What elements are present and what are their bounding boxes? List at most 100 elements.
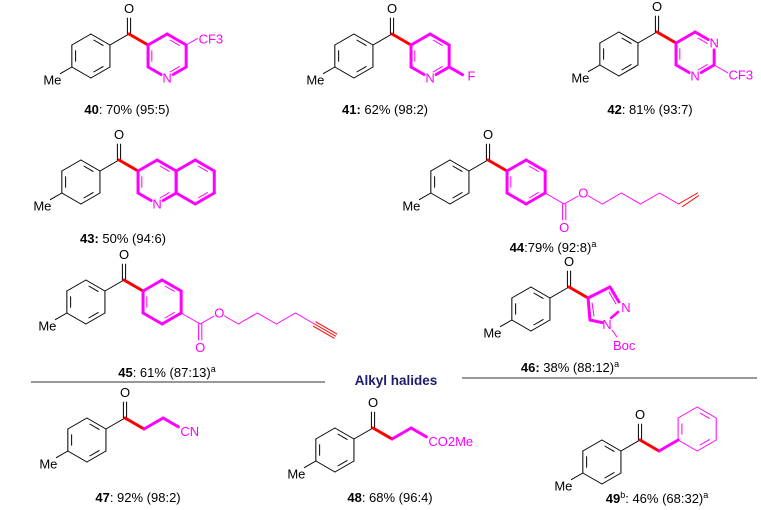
tolyl-ring-bond	[334, 427, 355, 440]
aryl-ring-41-bond	[409, 65, 426, 76]
tolyl-ring-bond	[90, 33, 111, 46]
methyl-label: Me	[43, 73, 61, 88]
aryl-ring-45-bond	[141, 311, 164, 326]
tolyl-ring-bond	[599, 31, 620, 44]
alkene-double-bond	[678, 192, 699, 205]
tolyl-ring-bond	[61, 192, 82, 205]
methyl-bond	[55, 450, 69, 459]
tolyl-ring-inner-bond	[533, 292, 544, 299]
ester-bond	[199, 315, 215, 325]
compound-42-label: 42: 81% (93:7)	[607, 102, 692, 117]
aryl-ring-44-bond	[524, 191, 547, 206]
aryl-ring-40-bond	[171, 65, 188, 76]
aryl-carbonyl-bond	[372, 33, 393, 46]
tolyl-ring-inner-bond	[621, 64, 632, 71]
alkyl-chain-bond	[587, 195, 603, 205]
alkyl-chain-bond	[409, 426, 428, 439]
alkyl-chain-bond	[223, 315, 239, 325]
tolyl-ring-bond	[618, 31, 639, 44]
tolyl-ring-bond	[334, 460, 355, 473]
tolyl-ring-bond	[334, 66, 355, 79]
carbonyl-oxygen-label: O	[564, 254, 574, 269]
aryl-ring-45-bond	[160, 278, 183, 293]
pyrazole-bond	[588, 318, 604, 325]
alkyl-chain-bond	[256, 312, 277, 325]
tolyl-ring-inner-bond	[604, 472, 615, 479]
benzo-ring-inner-bond	[197, 192, 208, 199]
tolyl-ring-inner-bond	[88, 312, 99, 319]
aryl-ring-43-inner-bond	[159, 165, 170, 172]
tolyl-ring-bond	[449, 159, 470, 172]
aryl-ring-43-bond	[161, 191, 178, 202]
methyl-bond	[303, 460, 317, 469]
pyrazole-n2-label: N	[621, 300, 630, 315]
phenyl-ring-bond	[696, 406, 717, 419]
section-title-alkyl-halides: Alkyl halides	[355, 373, 438, 388]
tolyl-ring-bond	[430, 159, 451, 172]
compound-48-label: 48: 68% (96:4)	[347, 490, 432, 505]
aryl-ring-42-inner-bond	[697, 37, 708, 44]
aryl-ring-42-bond	[674, 63, 691, 74]
tolyl-ring-bond	[530, 286, 551, 299]
tolyl-ring-bond	[71, 66, 92, 79]
tolyl-ring-bond	[90, 66, 111, 79]
pyrazole-bond	[586, 296, 592, 322]
carbonyl-oxygen-label: O	[124, 1, 134, 16]
new-c-c-bond	[486, 158, 509, 173]
alkyl-chain-bond	[658, 192, 680, 205]
c-f-bond	[447, 65, 464, 77]
alkyl-chain-bond	[601, 192, 622, 205]
tolyl-ring-bond	[85, 279, 106, 292]
new-c-c-bond	[122, 278, 145, 293]
tolyl-ring-bond	[511, 319, 532, 332]
aryl-ring-40-heteroatom-label: N	[162, 71, 171, 86]
tolyl-ring-inner-bond	[621, 37, 632, 44]
aryl-ring-45-inner-bond	[164, 285, 175, 292]
methyl-bond	[570, 472, 584, 481]
pyrazole-inner-bond	[591, 302, 595, 317]
aryl-ring-40-inner-bond	[169, 39, 180, 46]
methyl-bond	[59, 66, 73, 75]
tolyl-ring-bond	[601, 472, 622, 485]
tolyl-ring-bond	[582, 472, 603, 485]
benzo-ring-inner-bond	[197, 165, 208, 172]
methyl-label: Me	[571, 71, 589, 86]
aryl-carbonyl-bond	[468, 159, 489, 172]
aryl-ring-42-heteroatom-label: N	[709, 36, 718, 51]
substituent-label: CO2Me	[428, 434, 473, 449]
new-c-c-bond	[567, 285, 590, 300]
aryl-carbonyl-bond	[109, 33, 130, 46]
aryl-ring-40-bond	[146, 32, 169, 47]
ester-carbonyl-oxygen-label: O	[559, 220, 569, 235]
aryl-ring-42-bond	[674, 30, 697, 45]
pyrazole-n1-label: N	[602, 317, 611, 332]
alkyl-chain-bond	[142, 416, 165, 431]
tolyl-ring-inner-bond	[337, 433, 348, 440]
methyl-label: Me	[306, 73, 324, 88]
aryl-ring-41-inner-bond	[432, 66, 443, 73]
tolyl-ring-bond	[67, 417, 88, 430]
fluorine-label: F	[467, 69, 475, 84]
carbonyl-oxygen-label: O	[119, 247, 129, 262]
carbonyl-oxygen-label: O	[387, 1, 397, 16]
tolyl-ring-bond	[353, 66, 374, 79]
aryl-ring-41-heteroatom-label: N	[425, 71, 434, 86]
aryl-ring-44-bond	[505, 158, 528, 173]
benzo-ring-bond	[174, 191, 197, 206]
n-boc-bond	[611, 329, 618, 338]
aryl-ring-40-bond	[146, 65, 163, 76]
aryl-ring-42-heteroatom-label: N	[690, 69, 699, 84]
new-c-c-bond	[655, 30, 678, 45]
aryl-ring-44-bond	[505, 191, 528, 206]
alkyl-chain-bond	[620, 192, 641, 205]
new-c-c-bond	[390, 32, 413, 47]
tolyl-ring-inner-bond	[356, 66, 367, 73]
benzo-ring-bond	[193, 158, 216, 173]
aryl-ring-43-bond	[136, 158, 159, 173]
methyl-label: Me	[554, 479, 572, 494]
tolyl-ring-inner-bond	[356, 39, 367, 46]
methyl-label: Me	[33, 199, 51, 214]
new-c-c-bond	[117, 158, 140, 173]
tolyl-ring-inner-bond	[88, 285, 99, 292]
tolyl-ring-inner-bond	[83, 192, 94, 199]
